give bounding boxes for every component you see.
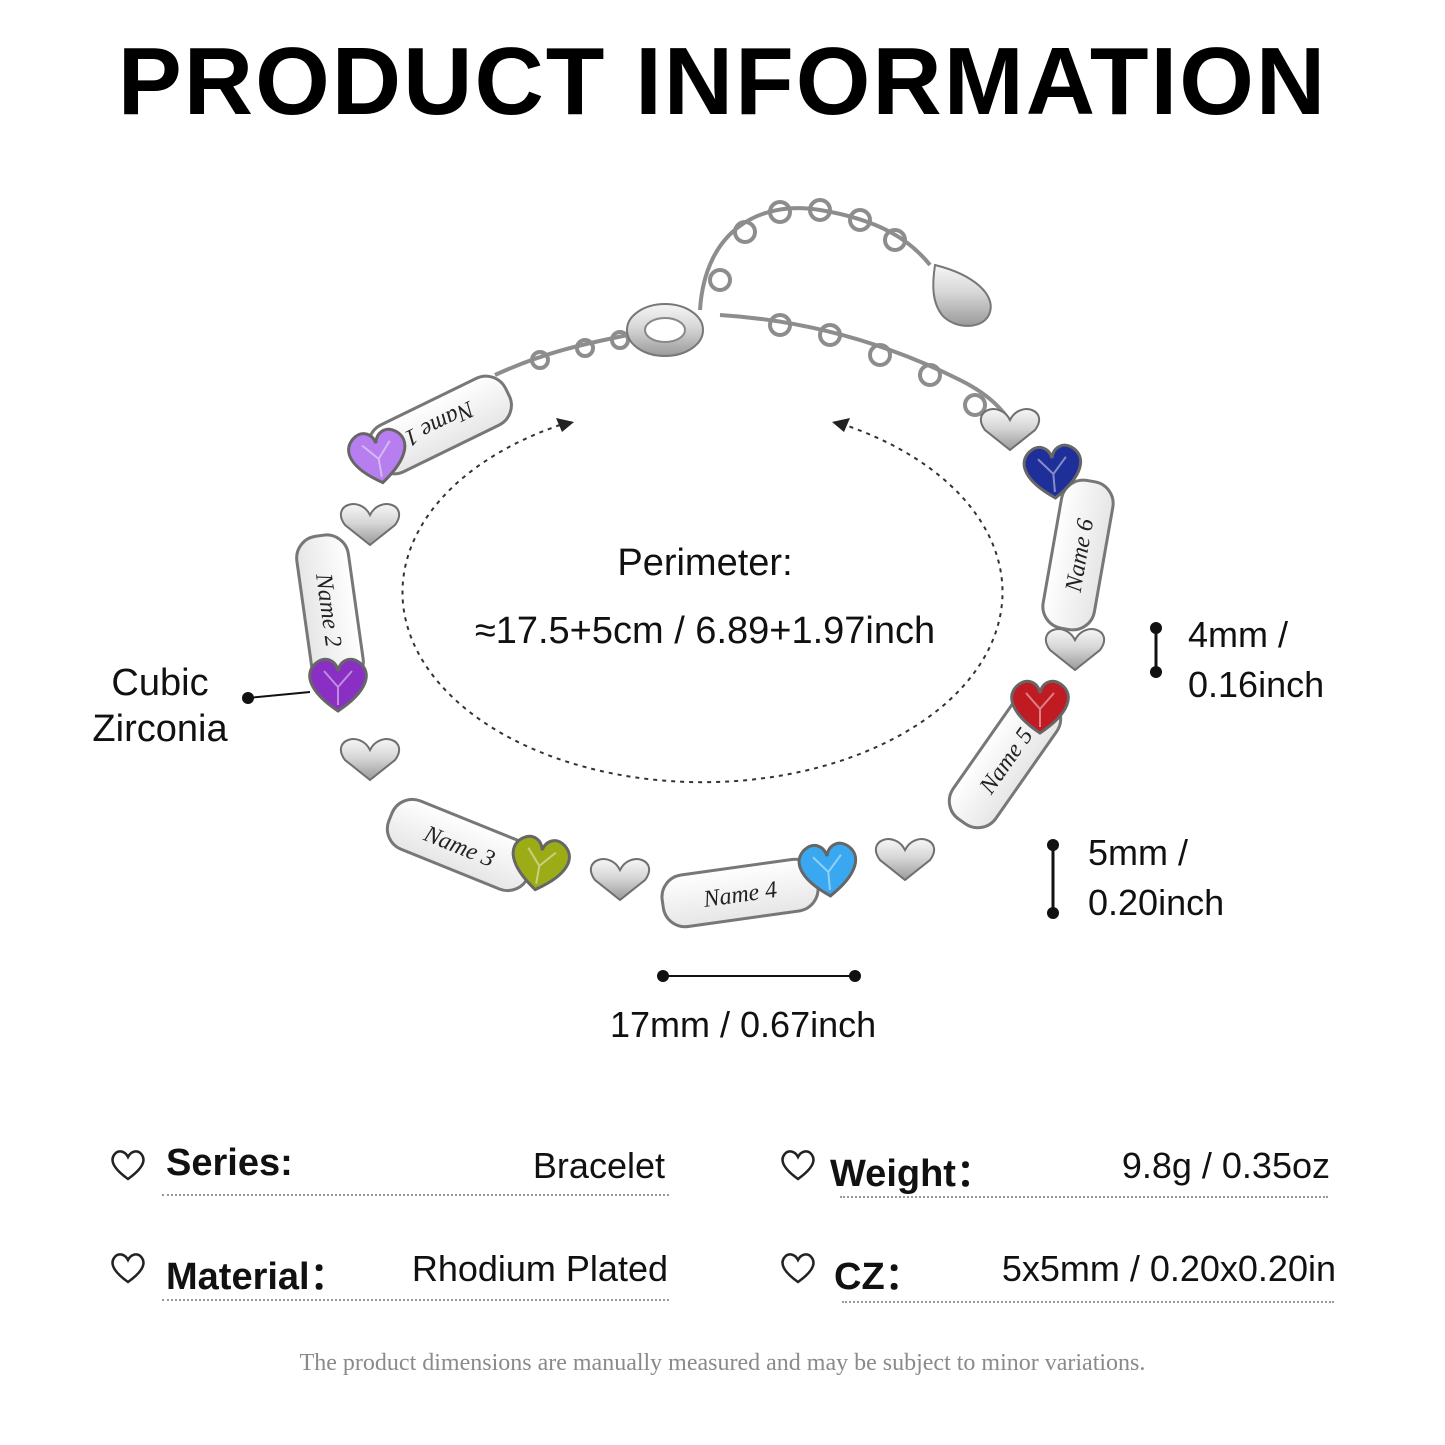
bar-height-marker bbox=[1047, 839, 1059, 919]
gemstones bbox=[308, 427, 1083, 898]
plate-6: Name 6 bbox=[1041, 478, 1115, 632]
stone-height-line-1: 4mm / bbox=[1188, 614, 1289, 655]
spec-weight-divider bbox=[840, 1196, 1328, 1198]
gemstone-4 bbox=[797, 841, 858, 898]
plate-3: Name 3 bbox=[385, 797, 535, 893]
gemstone-5 bbox=[1010, 679, 1070, 735]
heart-outline-icon bbox=[111, 1150, 145, 1181]
heart-outline-icon bbox=[111, 1253, 145, 1284]
spec-material-label: Material： bbox=[166, 1256, 348, 1298]
spec-series-label: Series: bbox=[166, 1142, 293, 1184]
cubic-zirconia-label: Cubic Zirconia bbox=[60, 660, 260, 752]
stone-pointer bbox=[242, 691, 311, 704]
lobster-clasp bbox=[626, 303, 704, 357]
bar-height-line-2: 0.20inch bbox=[1088, 882, 1225, 923]
cubic-zirconia-line-2: Zirconia bbox=[92, 708, 228, 750]
plate-4: Name 4 bbox=[660, 857, 820, 929]
gemstone-1 bbox=[347, 427, 407, 485]
bar-height-label: 5mm / 0.20inch bbox=[1088, 828, 1348, 928]
perimeter-ellipse bbox=[401, 418, 1004, 784]
spec-cz-divider bbox=[842, 1301, 1334, 1303]
gemstone-3 bbox=[511, 834, 571, 892]
extender-chain bbox=[494, 198, 1022, 441]
spec-series-value: Bracelet bbox=[532, 1145, 665, 1186]
spec-material-value: Rhodium Plated bbox=[411, 1248, 668, 1289]
page-title: PRODUCT INFORMATION bbox=[117, 28, 1328, 135]
bar-height-line-1: 5mm / bbox=[1088, 832, 1189, 873]
heart-outline-icon bbox=[781, 1253, 815, 1284]
bar-width-label: 17mm / 0.67inch bbox=[610, 1004, 877, 1045]
spec-weight-value: 9.8g / 0.35oz bbox=[1121, 1145, 1330, 1186]
cubic-zirconia-line-1: Cubic bbox=[111, 662, 209, 704]
spec-cz-label: CZ： bbox=[834, 1256, 923, 1298]
stone-height-label: 4mm / 0.16inch bbox=[1188, 610, 1428, 710]
stone-height-line-2: 0.16inch bbox=[1188, 664, 1325, 705]
plate-2: Name 2 bbox=[295, 533, 365, 687]
bar-width-marker bbox=[657, 970, 861, 982]
spec-material-divider bbox=[162, 1299, 669, 1301]
stone-height-marker bbox=[1150, 622, 1162, 678]
perimeter-label: Perimeter: bbox=[617, 542, 793, 584]
heart-outline-icon bbox=[781, 1150, 815, 1181]
link-chain bbox=[339, 408, 1106, 902]
teardrop-charm bbox=[932, 263, 992, 327]
spec-weight-label: Weight： bbox=[830, 1153, 994, 1195]
spec-series-divider bbox=[162, 1194, 669, 1196]
disclaimer-note: The product dimensions are manually meas… bbox=[299, 1350, 1146, 1376]
gemstone-2 bbox=[308, 657, 368, 713]
spec-cz-value: 5x5mm / 0.20x0.20in bbox=[1001, 1248, 1336, 1289]
perimeter-value: ≈17.5+5cm / 6.89+1.97inch bbox=[474, 610, 936, 652]
gemstone-6 bbox=[1022, 443, 1083, 500]
